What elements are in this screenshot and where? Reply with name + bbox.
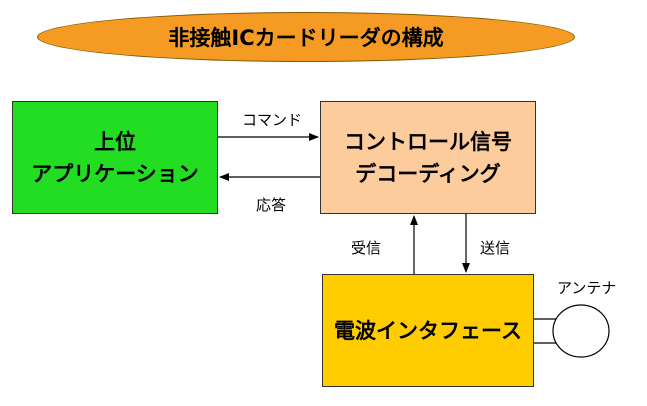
antenna-label: アンテナ <box>557 279 617 297</box>
host-application-box: 上位 アプリケーション <box>12 101 218 214</box>
rf-interface-label: 電波インタフェース <box>334 318 522 343</box>
receive-label: 受信 <box>351 239 382 257</box>
rf-interface-box: 電波インタフェース <box>322 274 534 387</box>
host-application-label-line1: 上位 <box>94 129 136 154</box>
send-label: 送信 <box>480 239 511 257</box>
control-signal-decoding-label-line2: デコーディング <box>355 161 501 186</box>
diagram-title: 非接触ICカードリーダの構成 <box>37 12 575 62</box>
antenna-circle <box>552 304 610 358</box>
control-signal-decoding-box: コントロール信号 デコーディング <box>320 101 536 214</box>
control-signal-decoding-label-line1: コントロール信号 <box>344 129 512 154</box>
command-label: コマンド <box>242 111 303 129</box>
diagram-title-text: 非接触ICカードリーダの構成 <box>168 26 444 50</box>
response-label: 応答 <box>256 196 287 214</box>
host-application-label-line2: アプリケーション <box>31 161 199 186</box>
